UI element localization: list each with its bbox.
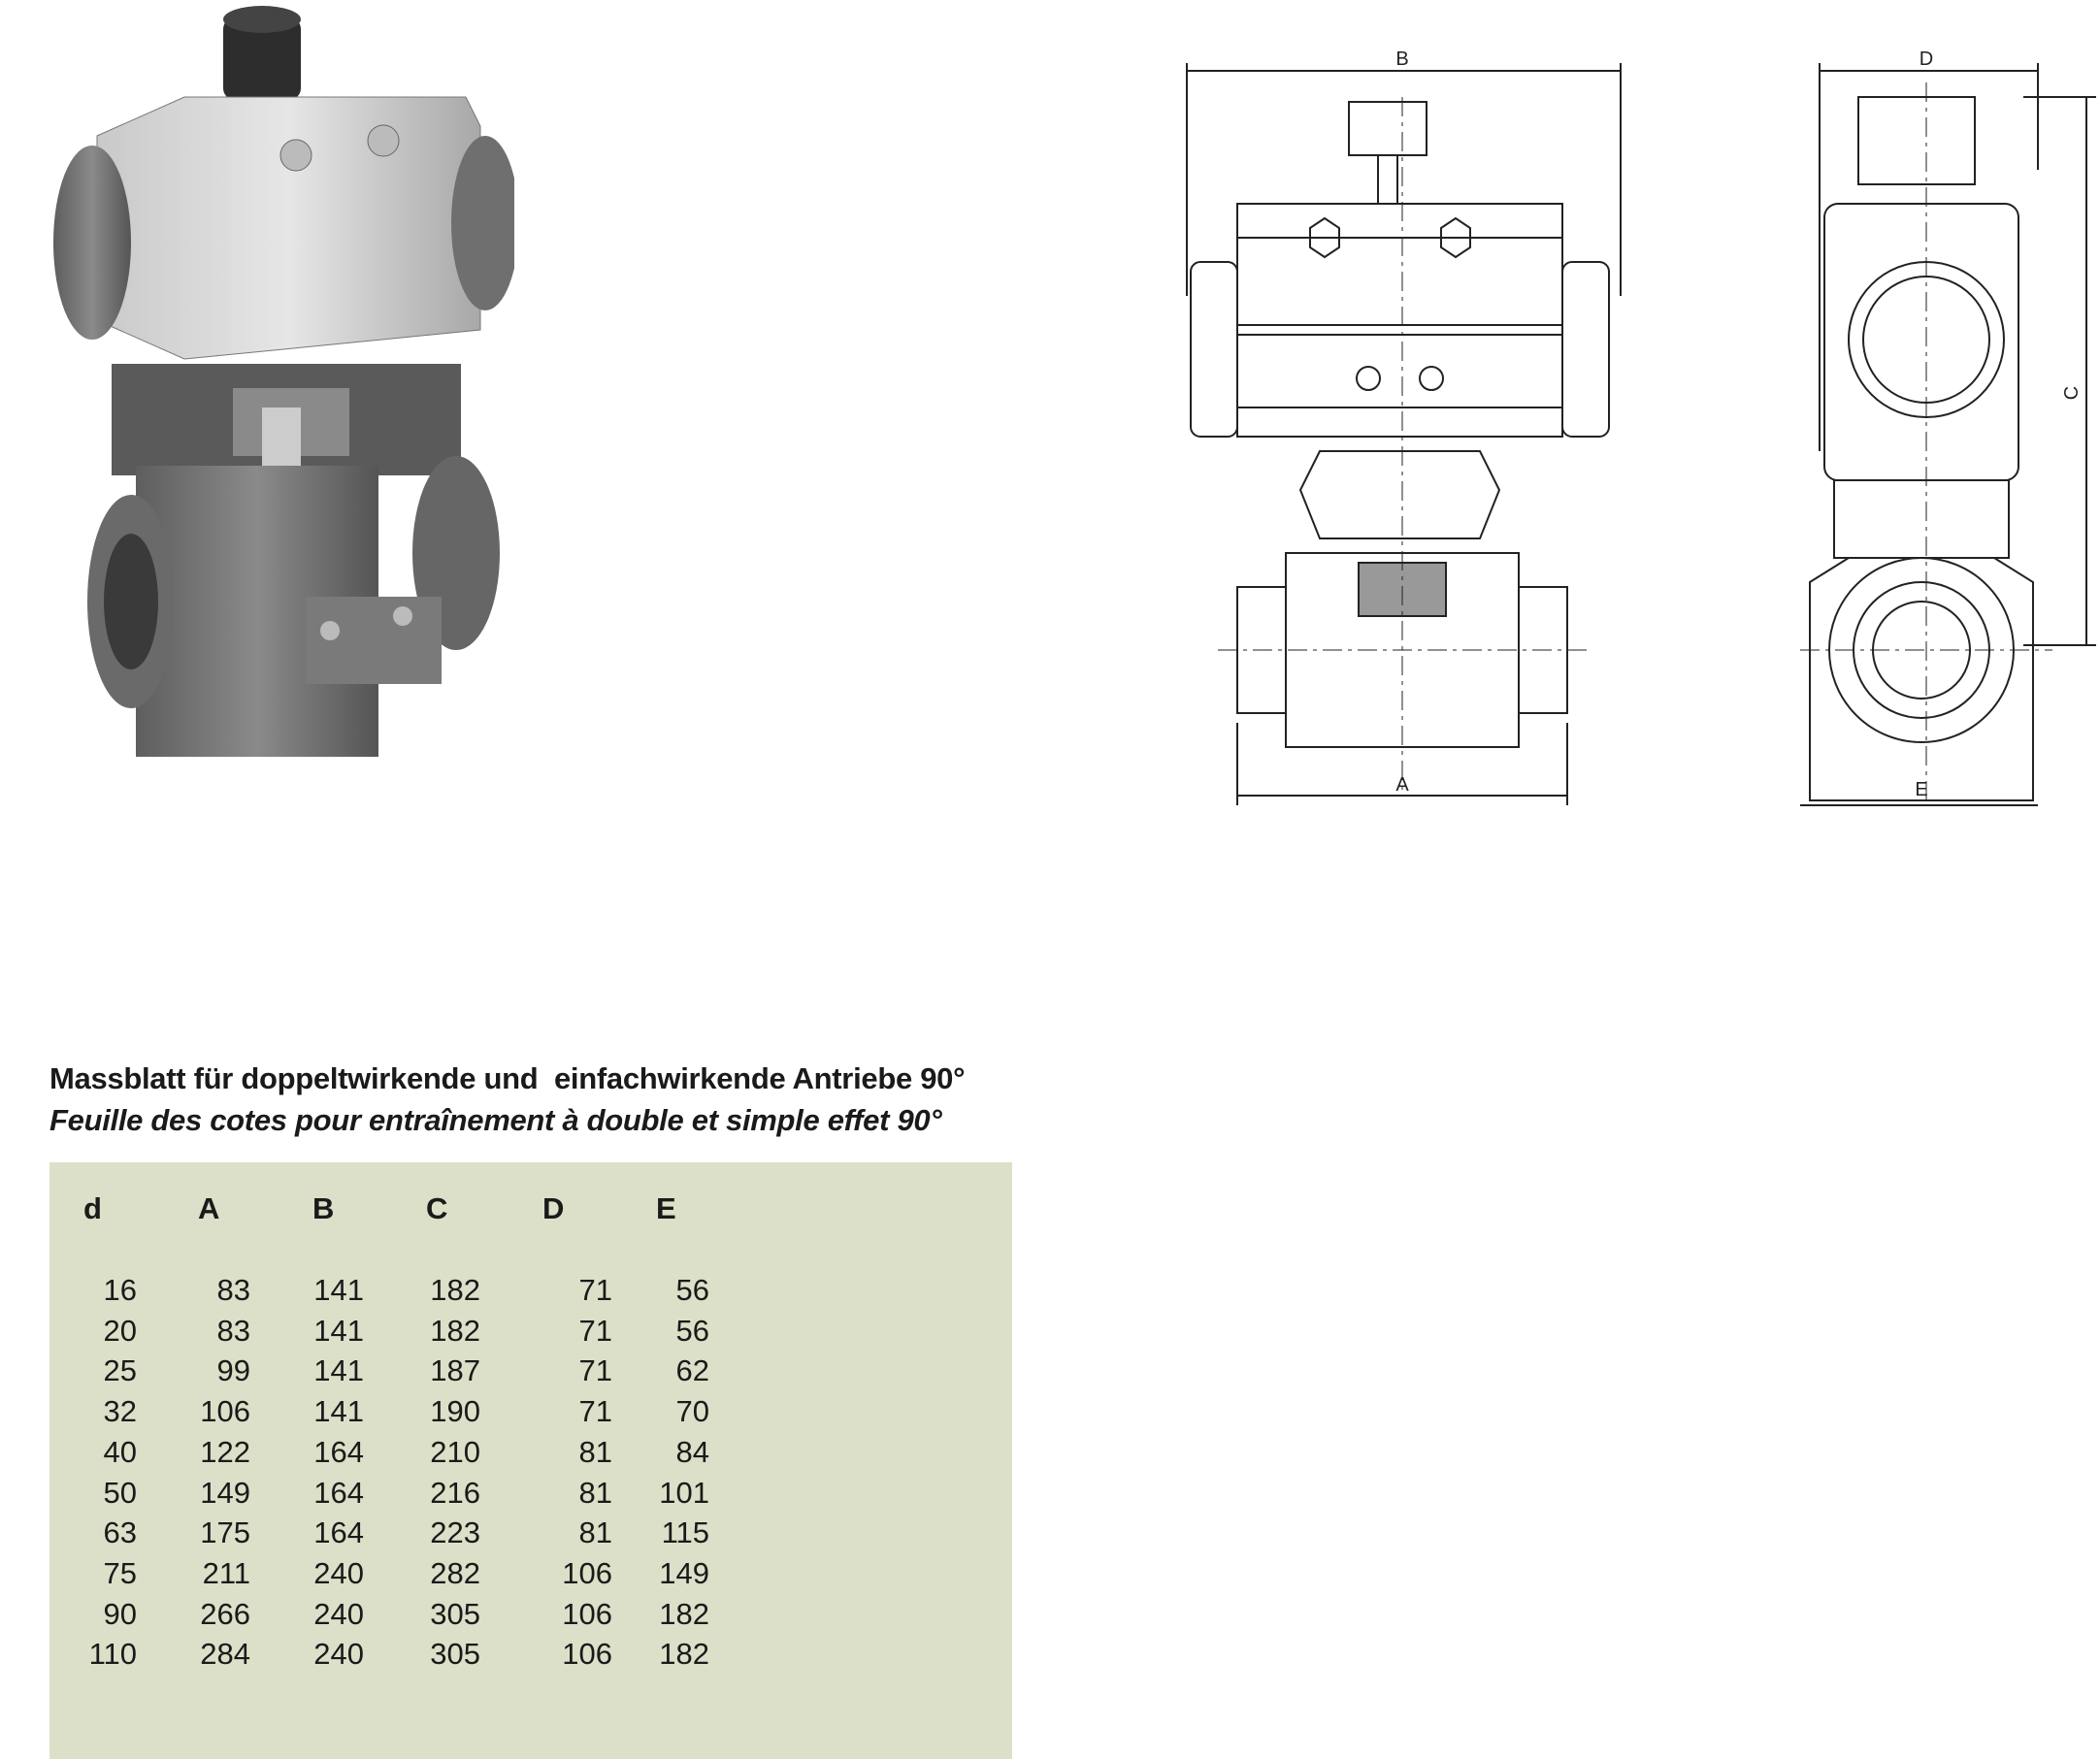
table-cell: 63	[103, 1515, 137, 1550]
table-cell: 182	[430, 1273, 480, 1307]
table-cell: 81	[578, 1475, 612, 1510]
column-header-c: C	[426, 1191, 448, 1225]
table-cell: 141	[313, 1313, 364, 1348]
table-cell: 32	[103, 1394, 137, 1429]
table-cell: 182	[659, 1637, 709, 1672]
table-cell: 282	[430, 1555, 480, 1590]
table-cell: 149	[659, 1555, 709, 1590]
table-cell: 190	[430, 1394, 480, 1429]
table-cell: 71	[578, 1353, 612, 1388]
table-cell: 99	[216, 1353, 250, 1388]
table-cell: 83	[216, 1313, 250, 1348]
column-header-a: A	[198, 1191, 220, 1225]
front-view-drawing: B A	[1186, 49, 1622, 805]
table-cell: 62	[675, 1353, 709, 1388]
table-cell: 40	[103, 1434, 137, 1469]
table-cell: 240	[313, 1596, 364, 1631]
dimension-label-d: D	[1920, 49, 1933, 70]
table-cell: 122	[200, 1434, 250, 1469]
dimension-label-b: B	[1395, 49, 1408, 70]
table-cell: 70	[675, 1394, 709, 1429]
table-cell: 182	[430, 1313, 480, 1348]
table-cell: 305	[430, 1596, 480, 1631]
table-cell: 83	[216, 1273, 250, 1307]
column-header-d: d	[83, 1191, 102, 1225]
table-cell: 115	[661, 1515, 709, 1550]
table-cell: 223	[430, 1515, 480, 1550]
table-cell: 90	[103, 1596, 137, 1631]
page-subtitle: Feuille des cotes pour entraînement à do…	[49, 1103, 942, 1137]
table-cell: 84	[675, 1434, 709, 1469]
table-cell: 106	[562, 1555, 612, 1590]
table-cell: 75	[103, 1555, 137, 1590]
table-cell: 81	[578, 1434, 612, 1469]
table-cell: 284	[200, 1637, 250, 1672]
table-cell: 175	[200, 1515, 250, 1550]
side-view-drawing: D C E	[1800, 49, 2096, 806]
table-cell: 20	[103, 1313, 137, 1348]
table-cell: 211	[202, 1555, 250, 1590]
table-cell: 71	[578, 1394, 612, 1429]
table-cell: 141	[313, 1394, 364, 1429]
table-cell: 16	[103, 1273, 137, 1307]
dimension-label-a: A	[1395, 774, 1409, 796]
column-header-e: E	[656, 1191, 676, 1225]
table-cell: 182	[659, 1596, 709, 1631]
table-cell: 164	[313, 1475, 364, 1510]
table-cell: 56	[675, 1313, 709, 1348]
valve-actuator-photo	[53, 6, 514, 757]
dimension-table	[49, 1162, 1012, 1759]
dimension-label-e: E	[1915, 779, 1927, 800]
table-cell: 164	[313, 1434, 364, 1469]
column-header-d: D	[542, 1191, 565, 1225]
table-cell: 101	[659, 1475, 709, 1510]
table-cell: 50	[103, 1475, 137, 1510]
table-cell: 71	[578, 1313, 612, 1348]
page-title: Massblatt für doppeltwirkende und einfac…	[49, 1061, 966, 1095]
table-cell: 25	[103, 1353, 137, 1388]
dimension-label-c: C	[2061, 386, 2083, 400]
table-cell: 210	[430, 1434, 480, 1469]
table-cell: 141	[313, 1353, 364, 1388]
table-cell: 240	[313, 1637, 364, 1672]
table-cell: 141	[313, 1273, 364, 1307]
table-cell: 164	[313, 1515, 364, 1550]
table-cell: 187	[430, 1353, 480, 1388]
table-cell: 106	[562, 1596, 612, 1631]
table-cell: 216	[430, 1475, 480, 1510]
table-cell: 106	[200, 1394, 250, 1429]
table-cell: 240	[313, 1555, 364, 1590]
table-cell: 305	[430, 1637, 480, 1672]
table-cell: 71	[578, 1273, 612, 1307]
table-cell: 110	[88, 1637, 137, 1672]
table-cell: 266	[200, 1596, 250, 1631]
table-cell: 81	[578, 1515, 612, 1550]
table-cell: 149	[200, 1475, 250, 1510]
column-header-b: B	[312, 1191, 335, 1225]
table-cell: 56	[675, 1273, 709, 1307]
table-cell: 106	[562, 1637, 612, 1672]
